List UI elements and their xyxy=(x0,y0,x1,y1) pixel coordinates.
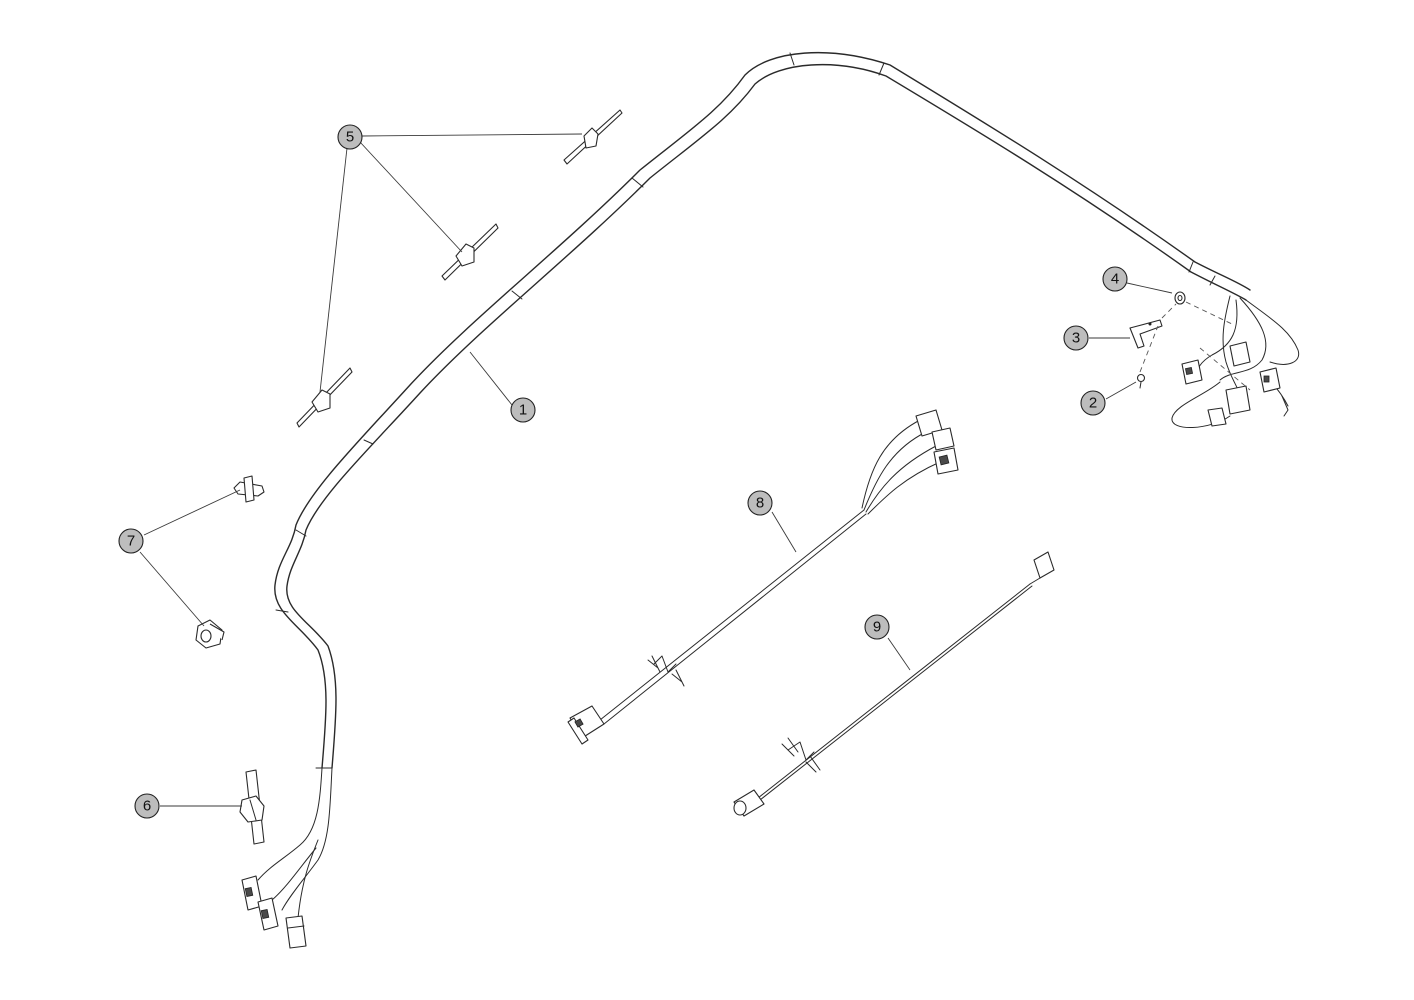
balloon-label: 2 xyxy=(1089,395,1097,412)
callout-balloon-3: 3 xyxy=(1063,325,1089,351)
leader-lines xyxy=(139,133,1173,807)
callout-balloon-7: 7 xyxy=(118,528,144,554)
push-clip-lower xyxy=(195,619,225,649)
balloon-label: 9 xyxy=(873,619,881,636)
balloon-label: 1 xyxy=(519,402,527,419)
tie-clip-lower xyxy=(296,367,353,428)
extension-harness xyxy=(733,551,1055,817)
hardware-washer xyxy=(1174,291,1186,305)
callout-balloon-6: 6 xyxy=(134,793,160,819)
main-harness xyxy=(241,52,1300,949)
edge-clip xyxy=(239,769,265,845)
tie-clip-upper xyxy=(563,109,623,165)
balloon-label: 7 xyxy=(127,533,135,550)
callout-balloon-5: 5 xyxy=(337,124,363,150)
callout-balloon-2: 2 xyxy=(1080,390,1106,416)
balloon-label: 3 xyxy=(1072,330,1080,347)
callout-balloon-1: 1 xyxy=(510,397,536,423)
balloon-label: 6 xyxy=(143,798,151,815)
balloon-label: 4 xyxy=(1111,271,1119,288)
tie-clip-middle xyxy=(441,223,499,281)
balloon-label: 8 xyxy=(756,495,764,512)
callout-balloon-8: 8 xyxy=(747,490,773,516)
callout-balloon-4: 4 xyxy=(1102,266,1128,292)
callout-balloon-9: 9 xyxy=(864,614,890,640)
hardware-screw xyxy=(1136,373,1146,389)
balloon-label: 5 xyxy=(346,129,354,146)
hardware-bracket xyxy=(1129,319,1163,349)
push-clip-upper xyxy=(233,475,265,503)
branch-harness xyxy=(567,409,959,745)
